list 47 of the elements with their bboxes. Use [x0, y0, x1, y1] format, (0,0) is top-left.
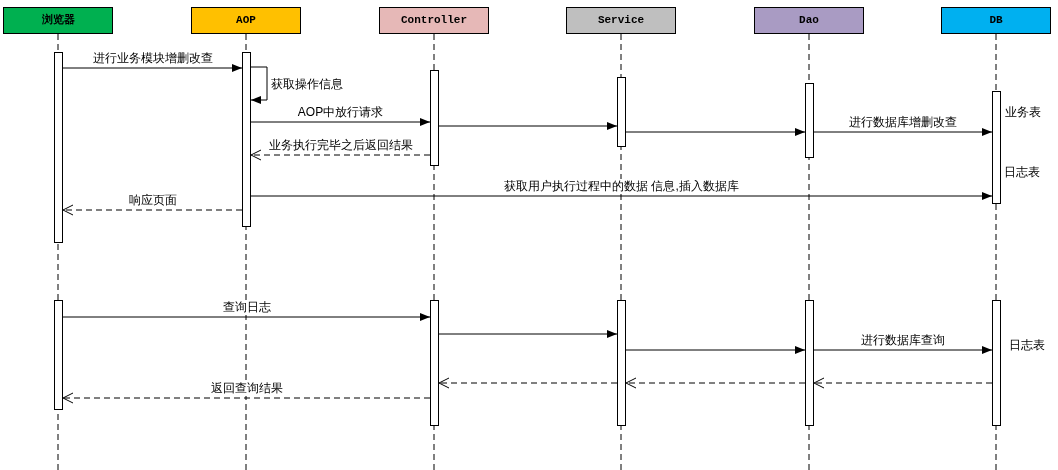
- arrow: [250, 66, 268, 104]
- participant-box: Service: [566, 7, 676, 34]
- edge-label: 响应页面: [127, 193, 178, 208]
- edge-label: AOP中放行请求: [296, 105, 385, 120]
- arrow: [62, 313, 431, 321]
- table-label: 日志表: [1009, 337, 1045, 353]
- activation-bar: [992, 300, 1001, 426]
- edge-label: 获取操作信息: [270, 77, 344, 92]
- participant-box: DB: [941, 7, 1051, 34]
- dashed-arrow: [62, 392, 431, 404]
- participant-box: Controller: [379, 7, 489, 34]
- arrow: [813, 346, 993, 354]
- edge-label: 返回查询结果: [209, 381, 284, 396]
- activation-bar: [992, 91, 1001, 204]
- table-label: 日志表: [1004, 164, 1040, 180]
- activation-bar: [617, 77, 626, 147]
- arrow: [438, 330, 618, 338]
- edge-label: 业务执行完毕之后返回结果: [267, 138, 414, 153]
- activation-bar: [617, 300, 626, 426]
- activation-bar: [430, 70, 439, 166]
- activation-bar: [805, 300, 814, 426]
- edge-label: 获取用户执行过程中的数据 信息,插入数据库: [503, 179, 740, 194]
- dashed-arrow: [625, 377, 806, 389]
- arrow: [250, 192, 993, 200]
- edge-label: 进行业务模块增删改查: [91, 51, 214, 66]
- arrow: [625, 128, 806, 136]
- edge-label: 进行数据库增删改查: [848, 115, 958, 130]
- activation-bar: [54, 52, 63, 243]
- activation-bar: [430, 300, 439, 426]
- edge-label: 查询日志: [221, 300, 272, 315]
- arrow: [813, 128, 993, 136]
- dashed-arrow: [813, 377, 993, 389]
- activation-bar: [242, 52, 251, 227]
- activation-bar: [54, 300, 63, 410]
- dashed-arrow: [250, 149, 431, 161]
- dashed-arrow: [62, 204, 243, 216]
- participant-box: Dao: [754, 7, 864, 34]
- edge-label: 进行数据库查询: [860, 333, 946, 348]
- arrow: [438, 122, 618, 130]
- arrow: [250, 118, 431, 126]
- dashed-arrow: [438, 377, 618, 389]
- arrow: [62, 64, 243, 72]
- arrow: [625, 346, 806, 354]
- participant-box: 浏览器: [3, 7, 113, 34]
- table-label: 业务表: [1005, 104, 1041, 120]
- activation-bar: [805, 83, 814, 158]
- participant-box: AOP: [191, 7, 301, 34]
